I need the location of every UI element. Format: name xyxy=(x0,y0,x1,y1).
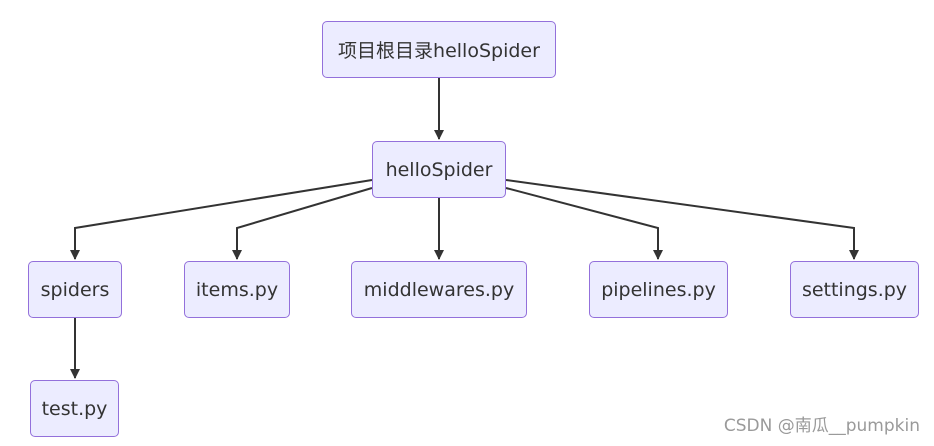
node-hellospider-package: helloSpider xyxy=(372,141,506,198)
node-middlewares-py-label: middlewares.py xyxy=(363,278,515,301)
node-items-py-label: items.py xyxy=(195,278,279,301)
node-items-py: items.py xyxy=(184,261,290,318)
node-settings-py-label: settings.py xyxy=(801,278,908,301)
node-test-py-label: test.py xyxy=(41,397,108,420)
node-spiders-label: spiders xyxy=(40,278,110,301)
node-project-root: 项目根目录helloSpider xyxy=(322,21,556,78)
node-spiders: spiders xyxy=(28,261,122,318)
node-middlewares-py: middlewares.py xyxy=(351,261,527,318)
node-pipelines-py: pipelines.py xyxy=(589,261,728,318)
node-hellospider-package-label: helloSpider xyxy=(385,158,493,181)
node-project-root-label: 项目根目录helloSpider xyxy=(338,40,540,62)
edge-pkg-to-pipelines xyxy=(505,187,663,260)
node-settings-py: settings.py xyxy=(790,261,919,318)
node-pipelines-py-label: pipelines.py xyxy=(601,278,716,301)
edge-pkg-to-spiders xyxy=(70,179,373,260)
edge-pkg-to-settings xyxy=(505,179,859,260)
edge-pkg-to-items xyxy=(232,187,373,260)
node-test-py: test.py xyxy=(30,380,119,437)
csdn-watermark: CSDN @南瓜__pumpkin xyxy=(723,416,920,436)
